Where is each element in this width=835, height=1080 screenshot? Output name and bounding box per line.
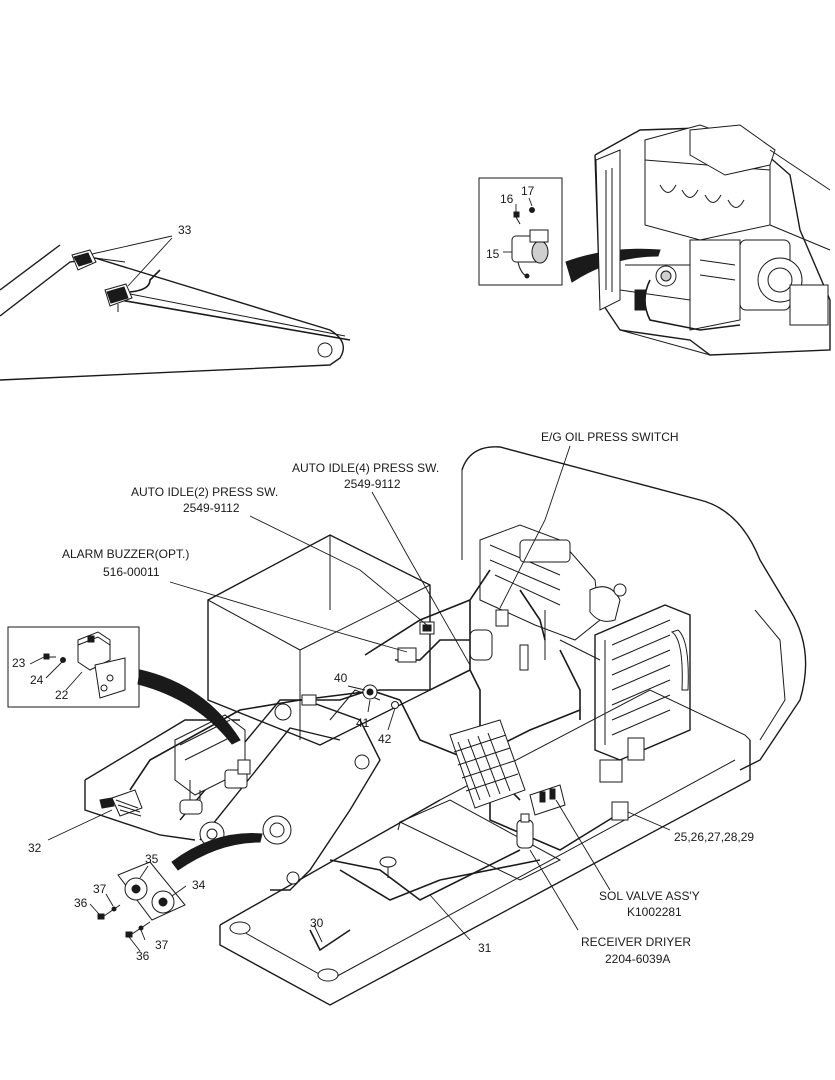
label-auto-idle4-name: AUTO IDLE(4) PRESS SW. [292,461,439,475]
label-eg-oil-press-switch: E/G OIL PRESS SWITCH [541,430,679,444]
label-receiver-part: 2204-6039A [605,952,670,966]
callout-36-lower: 36 [136,949,150,963]
relay-detail-box [7,626,140,708]
callout-24: 24 [30,673,44,687]
callout-41: 41 [356,716,370,730]
label-alarm-buzzer-part: 516-00011 [103,565,160,579]
bolt-part-36-b [125,931,133,938]
washer-part-17 [529,207,535,213]
detail-arrow-horn [171,833,263,871]
callout-16: 16 [500,192,514,206]
callout-42: 42 [378,732,392,746]
callout-30: 30 [310,916,324,930]
callout-33: 33 [178,223,192,237]
work-lamp-upper [71,249,97,271]
oil-switch-part-15 [511,229,549,279]
solenoid-valve-assy [529,784,566,816]
callout-17: 17 [521,184,535,198]
main-leader-lines [47,445,671,943]
callout-25-29: 25,26,27,28,29 [674,830,754,844]
callout-40: 40 [334,671,348,685]
boom-work-lamp-view [0,235,351,381]
callout-23: 23 [12,656,26,670]
callout-36-upper: 36 [74,896,88,910]
label-alarm-buzzer-name: ALARM BUZZER(OPT.) [62,547,189,561]
horn-part-35 [124,877,148,901]
label-receiver-name: RECEIVER DRIYER [581,935,691,949]
buzzer-40-41 [362,684,378,700]
main-structure-view [84,446,807,1006]
receiver-dryer [516,813,534,849]
bolt-part-23 [43,653,56,660]
callout-31: 31 [478,941,492,955]
bolt-part-36-a [97,913,105,920]
callout-37-upper: 37 [93,882,107,896]
work-lamp-lower [104,283,133,312]
callout-37-lower: 37 [155,938,169,952]
engine-detail-view [594,124,831,356]
side-lamp-32 [99,789,143,817]
callout-15: 15 [486,247,500,261]
label-sol-valve-name: SOL VALVE ASS'Y [599,889,700,903]
oil-switch-detail-box [478,177,563,286]
label-sol-valve-part: K1002281 [627,905,682,919]
washer-part-24 [60,657,66,663]
detail-arrow-relay [137,669,241,745]
callout-35: 35 [145,852,159,866]
bolt-part-16 [513,211,521,225]
callout-34: 34 [192,878,206,892]
callout-32: 32 [28,841,42,855]
detail-arrow-upper [565,248,661,283]
callout-22: 22 [55,688,69,702]
label-auto-idle2-name: AUTO IDLE(2) PRESS SW. [131,485,278,499]
horn-detail [89,861,187,952]
horn-part-34 [151,890,175,914]
label-auto-idle4-part: 2549-9112 [344,477,401,491]
label-auto-idle2-part: 2549-9112 [183,501,240,515]
